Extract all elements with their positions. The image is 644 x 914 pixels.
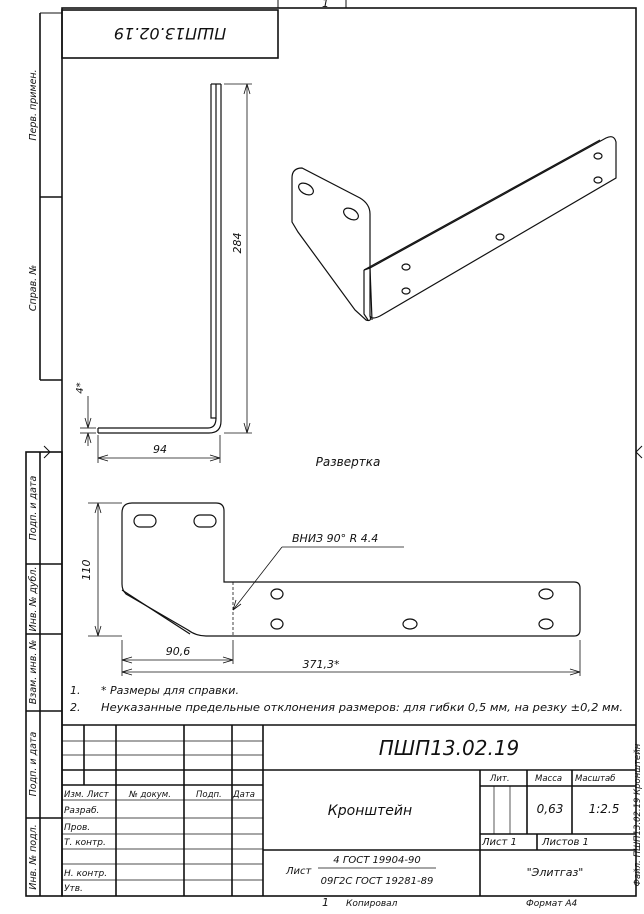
sheet-corner-marks [43, 445, 643, 459]
header-doc: № докум. [128, 790, 171, 800]
rotated-code: ПШП13.02.19 [114, 24, 226, 43]
file-note: Файл: ПШП13.02.19 Кронштейн [633, 743, 643, 886]
mass-value: 0,63 [537, 802, 564, 816]
header-list: Лист [86, 790, 110, 800]
top-page-number: 1 [322, 0, 329, 10]
role-label: Н. контр. [64, 869, 107, 879]
header-scale: Масштаб [575, 774, 615, 784]
sheet-frame [25, 0, 637, 897]
side-labels: Перв. примен. Справ. № Подп. и дата Инв.… [28, 69, 39, 889]
material-line-2: 09Г2С ГОСТ 19281-89 [321, 876, 434, 887]
isometric-view [291, 136, 617, 322]
dim-height: 284 [231, 233, 244, 254]
profile-view [97, 83, 222, 434]
bottom-page-number: 1 [322, 896, 329, 909]
designation: ПШП13.02.19 [379, 736, 520, 760]
dim-unfold-offset: 90,6 [166, 645, 191, 658]
side-label-podp-2: Подп. и дата [28, 731, 39, 796]
material-line-1: 4 ГОСТ 19904-90 [333, 855, 420, 866]
role-label: Разраб. [64, 806, 99, 816]
title-block-headers: Изм. Лист № докум. Подп. Дата Лит. Масса… [64, 774, 615, 800]
profile-dimensions [80, 83, 252, 463]
unfold-view [121, 502, 581, 637]
title-block [62, 724, 636, 896]
copied-label: Копировал [346, 899, 398, 909]
scale-value: 1:2.5 [589, 802, 620, 816]
dim-unfold-length: 371,3* [303, 658, 340, 671]
company-name: "Элитгаз" [527, 866, 584, 879]
header-sign: Подп. [196, 790, 222, 800]
sheet-label: Лист 1 [481, 837, 517, 848]
role-label: Т. контр. [64, 838, 106, 848]
dim-thickness: 4* [75, 382, 86, 393]
rotated-code-box: ПШП13.02.19 [114, 24, 226, 43]
dim-width: 94 [153, 443, 167, 456]
bend-note: ВНИЗ 90° R 4.4 [292, 532, 378, 545]
note-number: 2. [70, 701, 81, 714]
role-label: Пров. [64, 823, 90, 833]
header-lit: Лит. [489, 774, 510, 784]
note-number: 1. [70, 684, 81, 697]
unfold-title: Развертка [316, 455, 381, 469]
sheets-label: Листов 1 [541, 837, 589, 848]
notes: 1. * Размеры для справки. 2. Неуказанные… [70, 684, 623, 714]
format-label: Формат А4 [526, 899, 578, 909]
side-label-podp-1: Подп. и дата [28, 475, 39, 540]
side-label-inv-dubl: Инв. № дубл. [28, 567, 39, 632]
role-label: Утв. [64, 884, 83, 894]
title-block-roles: Разраб. Пров. Т. контр. Н. контр. Утв. [64, 806, 107, 894]
header-izm: Изм. [64, 790, 84, 800]
part-name: Кронштейн [328, 803, 412, 819]
header-date: Дата [232, 790, 255, 800]
side-label-vzam: Взам. инв. № [28, 640, 39, 705]
side-label-perv: Перв. примен. [28, 69, 39, 140]
note-text: Неуказанные предельные отклонения размер… [101, 701, 623, 714]
unfold-dimensions [88, 502, 581, 676]
dim-unfold-height: 110 [80, 560, 93, 581]
side-label-inv-podl: Инв. № подл. [28, 824, 39, 890]
note-text: * Размеры для справки. [101, 684, 239, 697]
material-prefix: Лист [285, 866, 313, 877]
header-mass: Масса [535, 774, 562, 784]
side-label-sprav: Справ. № [28, 265, 39, 311]
